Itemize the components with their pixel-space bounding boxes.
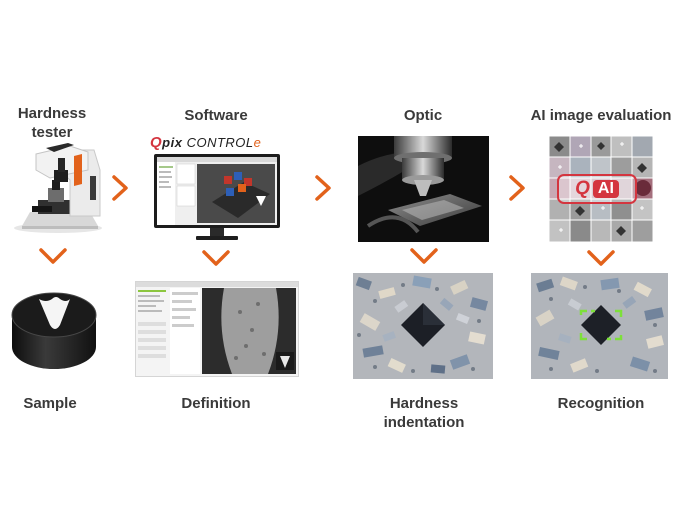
label-recognition: Recognition <box>557 395 645 412</box>
chevron-down-icon <box>586 249 616 267</box>
optic-image <box>358 136 489 242</box>
chevron-right-icon <box>313 174 333 202</box>
qai-badge-ai: AI <box>592 180 619 198</box>
label-hardness-tester: Hardness tester <box>17 105 87 141</box>
definition-image <box>135 281 299 377</box>
logo-control-e-mark: e <box>253 135 262 150</box>
logo-pix: pix <box>162 135 183 150</box>
ai-evaluation-image: Q AI <box>549 136 653 242</box>
sample-image <box>8 285 100 373</box>
software-logo: Qpix CONTROLe <box>150 134 280 152</box>
chevron-down-icon <box>38 247 68 265</box>
chevron-right-icon <box>110 174 130 202</box>
software-monitor-image <box>152 152 282 242</box>
label-optic: Optic <box>403 107 443 124</box>
label-sample: Sample <box>23 395 77 412</box>
recognition-image <box>531 273 668 379</box>
chevron-down-icon <box>201 249 231 267</box>
chevron-right-icon <box>507 174 527 202</box>
qai-badge-q: Q <box>575 178 590 199</box>
logo-control: CONTROL <box>186 135 254 150</box>
label-hardness-indentation: Hardness indentation <box>383 395 465 431</box>
label-ai-evaluation: AI image evaluation <box>530 107 672 124</box>
label-software: Software <box>184 107 248 124</box>
indentation-image <box>353 273 493 379</box>
label-definition: Definition <box>181 395 251 412</box>
hardness-tester-image <box>8 140 108 235</box>
detection-outline <box>579 309 623 341</box>
qai-badge: Q AI <box>557 174 637 204</box>
logo-q: Q <box>150 134 163 151</box>
chevron-down-icon <box>409 247 439 265</box>
